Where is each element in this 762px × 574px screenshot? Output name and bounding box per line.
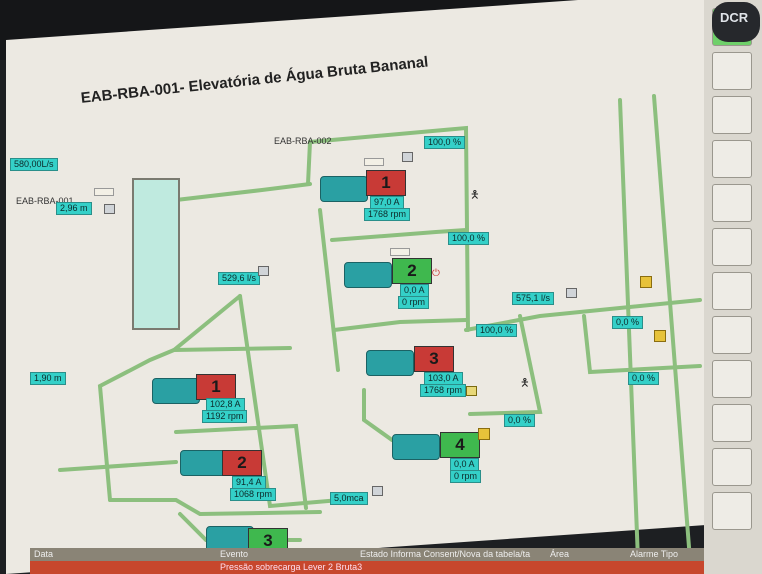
brand-text: DCR bbox=[720, 10, 749, 25]
status-check-icon[interactable] bbox=[466, 386, 477, 396]
pump-b1-indicator bbox=[364, 158, 384, 166]
motor-a2[interactable] bbox=[180, 450, 228, 476]
pump-b4-rpm: 0 rpm bbox=[450, 470, 482, 483]
alarm-header-area: Área bbox=[550, 549, 570, 559]
pump-a1-rpm: 1192 rpm bbox=[202, 410, 248, 423]
pump-a2-current: 91,4 A bbox=[232, 476, 266, 489]
motor-b4[interactable] bbox=[392, 434, 440, 460]
tools-button[interactable] bbox=[712, 140, 752, 178]
export-button[interactable] bbox=[712, 404, 752, 442]
alarm-bar: Data Evento Estado Informa Consent/Nova … bbox=[30, 548, 720, 574]
pump-b2-indicator bbox=[390, 248, 410, 256]
motor-b2[interactable] bbox=[344, 262, 392, 288]
lock-icon[interactable] bbox=[478, 428, 490, 440]
alarm-row-text: Pressão sobrecarga Lever 2 Bruta3 bbox=[220, 562, 363, 572]
pump-b3-rpm: 1768 rpm bbox=[420, 384, 467, 397]
trend-button[interactable] bbox=[712, 184, 752, 222]
valve-r2-value: 0,0 % bbox=[628, 372, 660, 385]
power-icon[interactable]: ⏻ bbox=[432, 268, 440, 279]
undo-button[interactable] bbox=[712, 448, 752, 486]
key-button[interactable] bbox=[712, 52, 752, 90]
monitor-icon[interactable] bbox=[258, 266, 269, 276]
windows-button[interactable] bbox=[712, 316, 752, 354]
pump-b1-number[interactable]: 1 bbox=[366, 170, 406, 196]
next-button[interactable] bbox=[712, 492, 752, 530]
lock-icon[interactable] bbox=[640, 276, 652, 288]
grid-button[interactable] bbox=[712, 228, 752, 266]
toolbar bbox=[704, 0, 762, 574]
tank-flow-value: 529,6 l/s bbox=[218, 272, 261, 285]
valve-top-value: 100,0 % bbox=[424, 136, 466, 149]
pump-b2-rpm: 0 rpm bbox=[398, 296, 430, 309]
monitor-icon[interactable] bbox=[566, 288, 577, 298]
brand-badge: DCR bbox=[712, 2, 760, 42]
pump-a2-number[interactable]: 2 bbox=[222, 450, 262, 476]
valve-p3-value: 100,0 % bbox=[476, 324, 518, 337]
pressure-value: 5,0mca bbox=[330, 492, 368, 505]
pump-a2-rpm: 1068 rpm bbox=[230, 488, 277, 501]
alarm-header-date: Data bbox=[34, 549, 54, 559]
main-flow-value: 575,1 l/s bbox=[512, 292, 555, 305]
area-label-left: EAB-RBA-001 bbox=[16, 196, 74, 206]
operator-icon: 🯅 bbox=[470, 189, 480, 201]
area-label-right: EAB-RBA-002 bbox=[274, 136, 332, 146]
folder-button[interactable] bbox=[712, 96, 752, 134]
monitor-icon[interactable] bbox=[402, 152, 413, 162]
reservoir-tank bbox=[132, 178, 180, 330]
top-left-value: 580,00L/s bbox=[10, 158, 58, 171]
motor-a1[interactable] bbox=[152, 378, 200, 404]
motor-b3[interactable] bbox=[366, 350, 414, 376]
valve-r1-value: 0,0 % bbox=[612, 316, 644, 329]
level-left-value: 2,96 m bbox=[56, 202, 92, 215]
valve-p4-value: 0,0 % bbox=[504, 414, 536, 427]
alarm-header-state: Estado Informa Consent/Nova da tabela/ta bbox=[360, 549, 531, 559]
lock-icon[interactable] bbox=[654, 330, 666, 342]
level-indicator bbox=[94, 188, 114, 196]
valve-p2-value: 100,0 % bbox=[448, 232, 490, 245]
monitor-icon[interactable] bbox=[104, 204, 115, 214]
alarm-row[interactable]: Pressão sobrecarga Lever 2 Bruta3 bbox=[30, 561, 720, 574]
pump-b4-number[interactable]: 4 bbox=[440, 432, 480, 458]
alarm-header-event: Evento bbox=[220, 549, 249, 559]
pump-b3-number[interactable]: 3 bbox=[414, 346, 454, 372]
document-button[interactable] bbox=[712, 360, 752, 398]
pump-a1-number[interactable]: 1 bbox=[196, 374, 236, 400]
pump-b2-number[interactable]: 2 bbox=[392, 258, 432, 284]
pump-b1-rpm: 1768 rpm bbox=[364, 208, 411, 221]
network-button[interactable] bbox=[712, 272, 752, 310]
level-lower-left-value: 1,90 m bbox=[30, 372, 66, 385]
motor-b1[interactable] bbox=[320, 176, 368, 202]
monitor-icon[interactable] bbox=[372, 486, 383, 496]
operator-icon: 🯅 bbox=[520, 377, 530, 389]
alarm-header-type: Alarme Tipo bbox=[630, 549, 679, 559]
